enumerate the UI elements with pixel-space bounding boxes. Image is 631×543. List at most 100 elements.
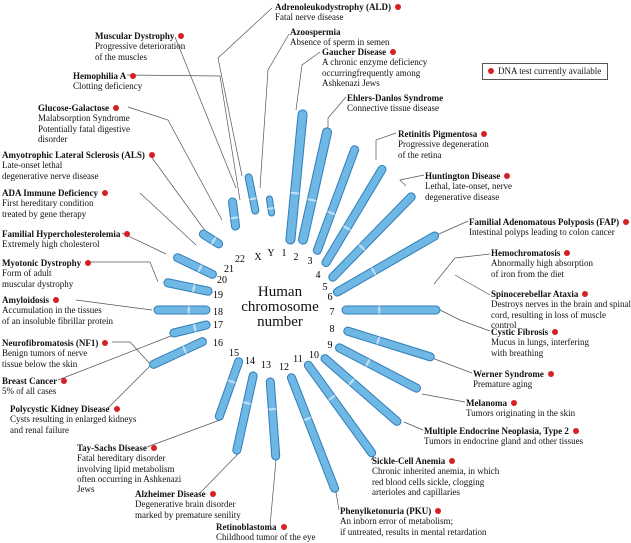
disease-description: occurringfrequently among (322, 67, 421, 78)
disease-description: tissue below the skin (2, 358, 78, 369)
leader-line (433, 253, 491, 285)
disease-description: degenerative nerve disease (2, 170, 99, 181)
disease-title: Amyotrophic Lateral Sclerosis (ALS) (2, 150, 145, 160)
disease-title: ADA Immune Deficiency (2, 188, 98, 198)
disease-title: Ehlers-Danlos Syndrome (347, 93, 444, 103)
disease-description: Form of adult (2, 268, 52, 279)
disease-title: Multiple Endocrine Neoplasia, Type 2 (424, 426, 569, 436)
chromosome-number-6: 6 (328, 292, 333, 303)
dna-test-dot-icon (85, 260, 92, 266)
disease-description: of the muscles (95, 51, 147, 62)
leader-line (126, 74, 241, 201)
chromosome-10 (320, 354, 402, 426)
disease-title: Hemochromatosis (491, 248, 561, 258)
disease-title: Hemophilia A (73, 71, 127, 81)
leader-line (112, 341, 153, 367)
chromosome-6 (332, 231, 440, 297)
chromosome-number-10: 10 (309, 350, 319, 361)
leader-line (88, 261, 159, 283)
disease-description: of the retina (398, 149, 442, 160)
dna-test-dot-icon (552, 329, 559, 335)
dna-test-dot-icon (61, 378, 68, 384)
disease-description: Childhood tumor of the eye (216, 532, 316, 543)
leader-line (146, 419, 221, 448)
disease-title: Neurofibromatosis (NF1) (2, 338, 99, 348)
dna-test-dot-icon (488, 68, 494, 74)
disease-description: Intestinal polyps leading to colon cance… (469, 227, 615, 238)
chromosome-number-20: 20 (217, 275, 227, 286)
dna-test-dot-icon (435, 508, 442, 514)
leader-line (174, 36, 237, 189)
disease-description: Absence of sperm in semen (290, 37, 390, 48)
dna-test-dot-icon (582, 291, 589, 297)
disease-description: Chronic inherited anemia, in which (372, 466, 500, 477)
dna-test-dot-icon (209, 491, 216, 497)
chromosome-number-8: 8 (330, 324, 335, 335)
chromosome-number-5: 5 (323, 282, 328, 293)
chromosome-17 (169, 320, 211, 338)
chromosome-number-12: 12 (279, 362, 289, 373)
chromosome-1 (285, 109, 308, 245)
chromosome-19 (163, 278, 213, 296)
dna-test-dot-icon (481, 131, 488, 137)
leader-line (431, 357, 473, 374)
chromosome-Y (265, 195, 276, 217)
disease-description: disorder (38, 133, 68, 144)
leader-line (121, 232, 167, 255)
disease-description: Abnormally high absorption (491, 258, 593, 269)
leader-line (454, 274, 491, 296)
disease-description: 5% of all cases (2, 386, 57, 397)
chromosome-3 (312, 145, 360, 255)
disease-title: Muscular Dystrophy (95, 31, 175, 41)
chromosome-18 (153, 305, 211, 315)
disease-description: Ashkenazi Jews (322, 77, 380, 88)
disease-label-phenylketonuria-pku: Phenylketonuria (PKU)An inborn error of … (340, 506, 486, 537)
chromosome-21 (198, 229, 224, 249)
disease-description: of an insoluble fibrillar protein (2, 315, 113, 326)
disease-description: Clotting deficiency (73, 81, 143, 92)
dna-test-dot-icon (280, 524, 287, 530)
chromosome-number-Y: Y (267, 248, 274, 259)
leader-line (259, 33, 290, 189)
disease-description: Late-onset lethal (2, 160, 63, 171)
disease-description: cord, resulting in loss of muscle contro… (491, 309, 606, 330)
disease-title: Alzheimer Disease (135, 489, 206, 499)
dna-test-dot-icon (572, 428, 579, 434)
disease-description: Destroys nerves in the brain and spinal (491, 299, 631, 310)
dna-test-dot-icon (504, 173, 511, 179)
disease-description: often occurring in Ashkenazi (77, 473, 182, 484)
disease-title: Retinoblastoma (216, 522, 277, 532)
disease-description: Progressive deterioration (95, 41, 186, 52)
chromosome-number-18: 18 (213, 307, 223, 318)
leader-line (199, 453, 239, 494)
disease-label-adrenoleukodystrophy-ald: Adrenoleukodystrophy (ALD)Fatal nerve di… (275, 2, 401, 23)
legend-label: DNA test currently available (498, 66, 602, 76)
disease-description: Fatal nerve disease (275, 12, 344, 23)
chromosome-X (244, 173, 260, 215)
chromosome-number-9: 9 (328, 340, 333, 351)
disease-label-familial-adenomatous-polyposis-fap: Familial Adenomatous Polyposis (FAP)Inte… (469, 217, 630, 238)
disease-label-neurofibromatosis-nf1: Neurofibromatosis (NF1)Benign tumors of … (2, 338, 109, 369)
dna-test-dot-icon (623, 219, 630, 225)
disease-description: arterioles and capillaries (372, 486, 460, 497)
disease-description: involving lipid metabolism (77, 463, 175, 474)
disease-description: Cysts resulting in enlarged kidneys (10, 414, 137, 425)
chromosome-13 (265, 377, 281, 461)
chromosome-20 (173, 253, 217, 279)
disease-description: Tumors in endocrine gland and other tiss… (424, 436, 584, 447)
disease-description: A chronic enzyme deficiency (322, 57, 428, 68)
